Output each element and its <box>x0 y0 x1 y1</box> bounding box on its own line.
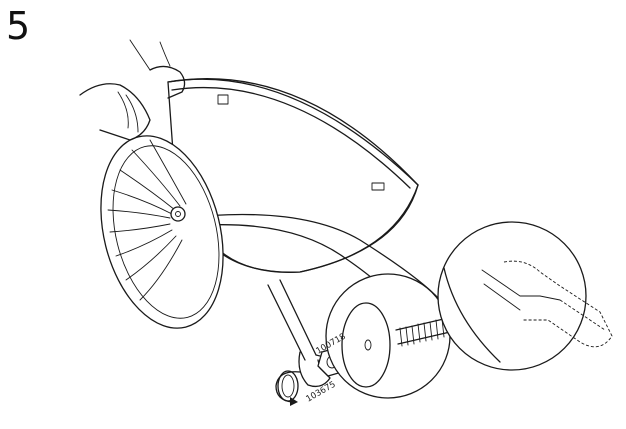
detail-bolt-circle <box>325 273 451 399</box>
lamp-base-disc <box>100 135 224 329</box>
detail-wrench-circle <box>437 221 613 371</box>
washer-part-label: 103675 <box>305 380 338 405</box>
rotate-clockwise-icon <box>275 371 301 406</box>
wrench-icon <box>267 279 335 388</box>
hands <box>79 39 186 141</box>
lamp-shade <box>167 78 419 274</box>
step-number: 5 <box>6 4 31 48</box>
